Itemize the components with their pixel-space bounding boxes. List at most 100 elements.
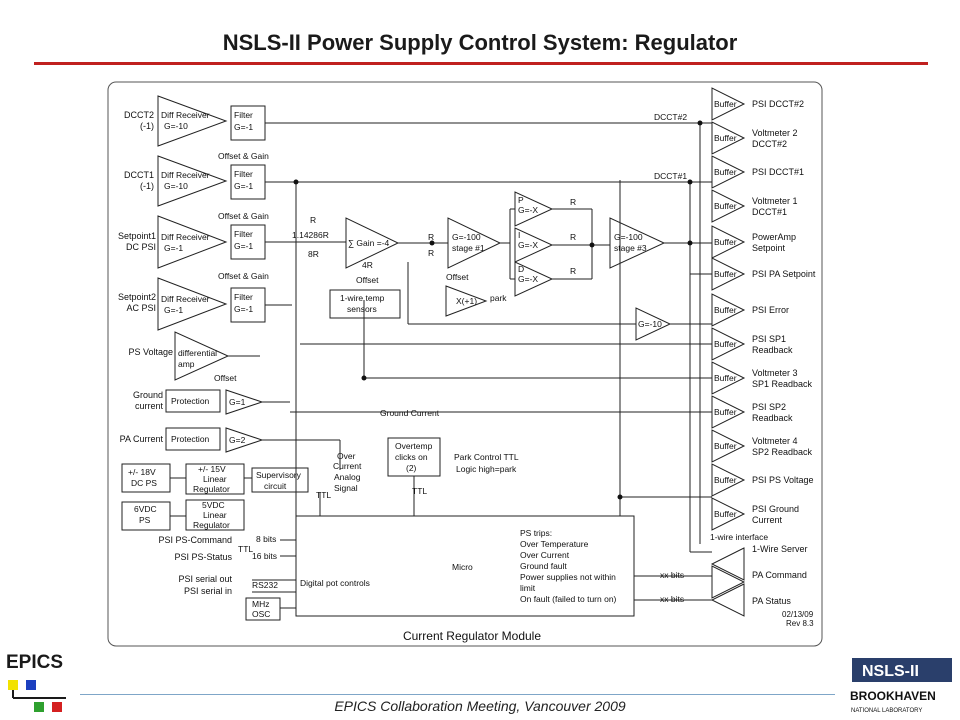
input-dcct1: DCCT1 xyxy=(124,170,154,180)
digital-pot: Digital pot controls xyxy=(300,578,370,588)
revision: Rev 8.3 xyxy=(786,619,814,628)
output-9b: Readback xyxy=(752,413,793,423)
park-label: park xyxy=(490,293,507,303)
output-5: PSI PA Setpoint xyxy=(752,269,816,279)
onewire-temp-1: 1-wire temp xyxy=(340,293,385,303)
footer-rule xyxy=(80,694,835,695)
resistor-r-2: R xyxy=(428,232,434,242)
input-ps-voltage: PS Voltage xyxy=(128,347,173,357)
g2-triangle xyxy=(225,427,264,453)
i-gain: G=-X xyxy=(518,240,538,250)
protection-1: Protection xyxy=(171,396,210,406)
bnl-logo: NSLS-II BROOKHAVEN NATIONAL LABORATORY xyxy=(850,658,952,714)
left-signal-3: PSI serial in xyxy=(184,586,232,596)
left-signal-1: PSI PS-Status xyxy=(174,552,232,562)
resistor-r-3: R xyxy=(428,248,434,258)
filter-gain-3: G=-1 xyxy=(234,241,253,251)
buffer-label-11: Buffer xyxy=(714,475,737,485)
d-gain: G=-X xyxy=(518,274,538,284)
mhz-osc-box xyxy=(245,597,281,621)
diff-receiver-dcct1-triangle xyxy=(157,155,228,207)
diff-receiver-4: Diff Receiver xyxy=(161,294,210,304)
module-label: Current Regulator Module xyxy=(403,629,541,643)
junction-dots xyxy=(293,120,703,500)
input-ground-current: Ground xyxy=(133,390,163,400)
filter-gain-4: G=-1 xyxy=(234,304,253,314)
epics-logo-text: EPICS xyxy=(6,652,64,673)
output-2: PSI DCCT#1 xyxy=(752,167,804,177)
output-12b: Current xyxy=(752,515,783,525)
buffer-label-3: Buffer xyxy=(714,201,737,211)
buffer-label-6: Buffer xyxy=(714,305,737,315)
linear-5v-3: Regulator xyxy=(193,520,230,530)
rs232: RS232 xyxy=(252,580,278,590)
onewire-temp-box xyxy=(329,289,401,319)
output-3a: Voltmeter 1 xyxy=(752,196,798,206)
output-4a: PowerAmp xyxy=(752,232,796,242)
bits8: 8 bits xyxy=(256,534,276,544)
xx-bits-2: xx bits xyxy=(660,594,684,604)
resistor-r-d: R xyxy=(570,266,576,276)
filter-1: Filter xyxy=(234,110,253,120)
buffer-label-7: Buffer xyxy=(714,339,737,349)
output-8b: SP1 Readback xyxy=(752,379,813,389)
input-pa-current: PA Current xyxy=(120,434,164,444)
bottom-output-0: 1-Wire Server xyxy=(752,544,808,554)
filter-2: Filter xyxy=(234,169,253,179)
sum-amp-triangle xyxy=(345,217,400,269)
ps-6vdc-2: PS xyxy=(139,515,151,525)
output-4b: Setpoint xyxy=(752,243,786,253)
i-gain-triangle xyxy=(514,227,554,263)
filter-gain-1: G=-1 xyxy=(234,122,253,132)
diff-amp-1: differential xyxy=(178,348,217,358)
over-current-4: Signal xyxy=(334,483,358,493)
supervisory-2: circuit xyxy=(264,481,287,491)
diff-receiver-1: Diff Receiver xyxy=(161,110,210,120)
protection-2: Protection xyxy=(171,434,210,444)
offset-gain-3: Offset & Gain xyxy=(218,271,269,281)
offset-gain-1: Offset & Gain xyxy=(218,151,269,161)
output-3b: DCCT#1 xyxy=(752,207,787,217)
output-10b: SP2 Readback xyxy=(752,447,813,457)
revision-date: 02/13/09 xyxy=(782,610,814,619)
resistor-8r: 8R xyxy=(308,249,319,259)
diff-receiver-dcct2-triangle xyxy=(157,95,228,147)
mhz-osc-2: OSC xyxy=(252,609,270,619)
ps-18v-1: +/- 18V xyxy=(128,467,156,477)
g1-label: G=1 xyxy=(229,397,246,407)
offset-2: Offset xyxy=(446,272,469,282)
buffer-label-10: Buffer xyxy=(714,441,737,451)
left-signal-2: PSI serial out xyxy=(178,574,232,584)
stage1-gain: G=-100 xyxy=(452,232,481,242)
input-setpoint2-sub: AC PSI xyxy=(126,303,156,313)
linear-5v-1: 5VDC xyxy=(202,500,225,510)
supervisory-1: Supervisory xyxy=(256,470,302,480)
buffer-label-2: Buffer xyxy=(714,167,737,177)
ps-trips-1: Over Temperature xyxy=(520,539,589,549)
micro-box xyxy=(295,515,635,617)
over-current-3: Analog xyxy=(334,472,361,482)
dcct2-line: DCCT#2 xyxy=(654,112,687,122)
gain-2: G=-10 xyxy=(164,181,188,191)
bnl-logo-sub: NATIONAL LABORATORY xyxy=(851,708,922,714)
ttl-3: TTL xyxy=(238,544,253,554)
input-dcct2: DCCT2 xyxy=(124,110,154,120)
input-dcct1-sub: (-1) xyxy=(140,181,154,191)
ps-trips-2: Over Current xyxy=(520,550,570,560)
buffer-label-1: Buffer xyxy=(714,133,737,143)
ps-trips-6: On fault (failed to turn on) xyxy=(520,594,617,604)
over-current-2: Current xyxy=(333,461,362,471)
ps-trips-0: PS trips: xyxy=(520,528,552,538)
bnl-logo-text: BROOKHAVEN xyxy=(850,689,936,703)
d-label: D xyxy=(518,264,524,274)
buffer-label-5: Buffer xyxy=(714,269,737,279)
resistor-r-1: R xyxy=(310,215,316,225)
linear-5v-2: Linear xyxy=(203,510,227,520)
ground-current-line: Ground Current xyxy=(380,408,440,418)
linear-15v-2: Linear xyxy=(203,474,227,484)
over-current-1: Over xyxy=(337,451,356,461)
output-12a: PSI Ground xyxy=(752,504,799,514)
output-7a: PSI SP1 xyxy=(752,334,786,344)
output-9a: PSI SP2 xyxy=(752,402,786,412)
linear-5v-box xyxy=(185,499,245,531)
